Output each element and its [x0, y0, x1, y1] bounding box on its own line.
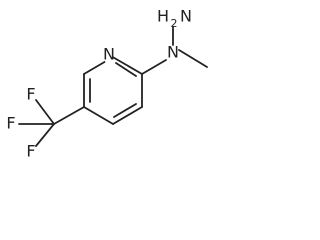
methylhydrazine-group: [141, 26, 208, 75]
fluorine-label-top: F: [26, 85, 35, 104]
bond-ring-to-cf3-carbon: [53, 106, 85, 125]
bond-cf3-carbon-to-f3: [35, 123, 55, 147]
ring-bond-n1-c2: [112, 56, 143, 75]
terminal-nitrogen-subscript-label: 2: [171, 17, 178, 30]
ring-bond-c4-c5: [83, 106, 114, 125]
hydrazine-nitrogen-label: N: [167, 43, 179, 62]
terminal-nitrogen-label: N: [180, 7, 192, 26]
pyridine-nitrogen-label: N: [103, 45, 115, 64]
bond-ring-to-hydrazine-n: [141, 59, 167, 75]
bond-cf3-carbon-to-f1: [35, 99, 55, 125]
ring-double-bond-n1-c2: [115, 62, 137, 77]
chemical-structure-diagram: N N H N 2 F F F: [6, 7, 208, 161]
ring-bond-c3-c4: [112, 106, 143, 125]
ring-double-bond-c3-c4: [113, 103, 137, 118]
ring-bond-c6-n1: [83, 61, 106, 75]
bond-hydrazine-n-to-methyl: [178, 49, 208, 68]
terminal-hydrogen-label: H: [157, 7, 169, 26]
fluorine-label-bottom: F: [26, 142, 35, 161]
pyridine-ring: [83, 56, 143, 125]
trifluoromethyl-group: [18, 99, 85, 147]
fluorine-label-left: F: [6, 114, 15, 133]
